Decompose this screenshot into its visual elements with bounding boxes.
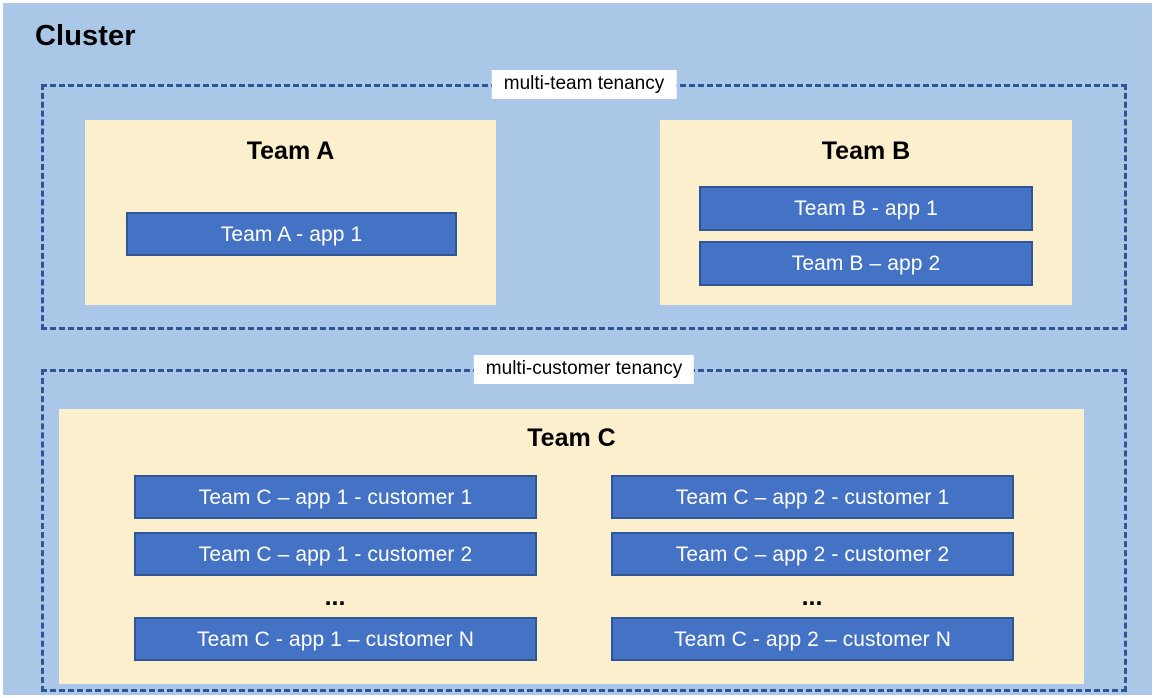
app-bar-team-c-app-2-customer-2[interactable]: Team C – app 2 - customer 2 <box>611 532 1014 576</box>
cluster-title: Cluster <box>35 20 136 52</box>
team-panel-team-c: Team C Team C – app 1 - customer 1 Team … <box>59 409 1084 684</box>
ellipsis-team-c-app-1: ... <box>324 583 346 611</box>
tenancy-zone-multi-customer: multi-customer tenancy <box>41 355 1127 692</box>
app-bar-team-b-app-2[interactable]: Team B – app 2 <box>699 241 1033 286</box>
app-bar-team-c-app-1-customer-n[interactable]: Team C - app 1 – customer N <box>134 617 537 661</box>
team-title-team-a: Team A <box>246 137 335 165</box>
tenancy-zone-label-multi-customer: multi-customer tenancy <box>473 355 695 384</box>
team-title-team-c: Team C <box>527 424 616 452</box>
team-panel-team-b: Team B Team B - app 1 Team B – app 2 <box>660 120 1072 305</box>
app-bar-team-c-app-1-customer-2[interactable]: Team C – app 1 - customer 2 <box>134 532 537 576</box>
tenancy-zone-label-multi-team: multi-team tenancy <box>491 70 677 99</box>
team-panel-team-a: Team A Team A - app 1 <box>85 120 496 305</box>
app-bar-team-c-app-2-customer-n[interactable]: Team C - app 2 – customer N <box>611 617 1014 661</box>
app-bar-team-c-app-1-customer-1[interactable]: Team C – app 1 - customer 1 <box>134 475 537 519</box>
app-bar-team-a-app-1[interactable]: Team A - app 1 <box>126 212 457 256</box>
ellipsis-team-c-app-2: ... <box>801 583 823 611</box>
app-bar-team-b-app-1[interactable]: Team B - app 1 <box>699 186 1033 231</box>
tenancy-zone-multi-team: multi-team tenancy <box>41 70 1127 330</box>
team-title-team-b: Team B <box>821 137 911 165</box>
app-bar-team-c-app-2-customer-1[interactable]: Team C – app 2 - customer 1 <box>611 475 1014 519</box>
